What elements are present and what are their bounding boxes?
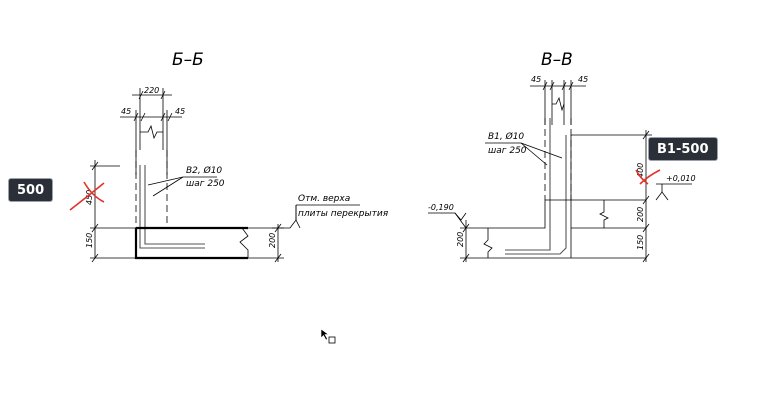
bb-elev-label-2: плиты перекрытия (298, 209, 389, 219)
mouse-cursor-icon (320, 328, 336, 344)
vv-markup-cross (635, 169, 661, 185)
dim-bb-45-left: 45 (121, 107, 131, 116)
section-bb-title: Б–Б (172, 50, 204, 70)
dim-vv-left-slab: 200 (456, 232, 465, 247)
vv-elev-right: +0,010 (666, 174, 696, 183)
dim-bb-slab: 200 (268, 233, 277, 248)
dim-bb-vertical-lower: 150 (85, 233, 94, 248)
bb-markup-cross (69, 181, 105, 211)
dim-vv-lower: 150 (636, 235, 645, 250)
label-tag-500[interactable]: 500 (8, 178, 54, 202)
section-bb: Б–Б 220 45 45 В2, Ø10 шаг 25 (69, 50, 389, 263)
section-vv: В–В 45 45 В1, Ø10 шаг 250 (428, 50, 696, 263)
label-tag-b1-500[interactable]: В1-500 (648, 137, 718, 161)
dim-vv-45-left: 45 (531, 75, 541, 84)
dim-bb-220: 220 (144, 86, 159, 95)
vv-rebar-label-1: В1, Ø10 (488, 131, 524, 142)
vv-elev-left: -0,190 (428, 203, 454, 212)
bb-rebar-label-1: В2, Ø10 (186, 165, 222, 176)
bb-rebar-label-2: шаг 250 (186, 179, 225, 189)
dim-bb-vertical-upper: 450 (85, 190, 94, 205)
dim-vv-vertical-upper: 400 (636, 163, 645, 178)
dim-vv-step: 200 (636, 207, 645, 222)
dim-bb-45-right: 45 (175, 107, 185, 116)
vv-rebar-label-2: шаг 250 (488, 146, 527, 156)
section-vv-title: В–В (541, 50, 573, 70)
bb-elev-label-1: Отм. верха (298, 194, 350, 204)
dim-vv-45-right: 45 (578, 75, 588, 84)
